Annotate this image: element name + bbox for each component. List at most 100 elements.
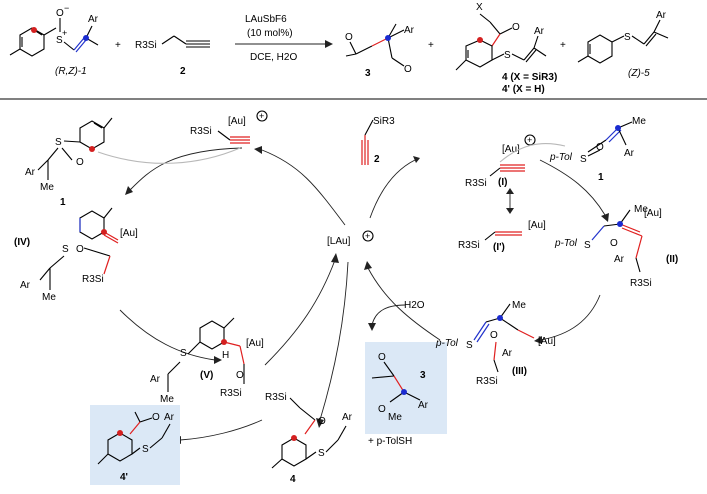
svg-text:S: S: [142, 444, 149, 455]
product-3-box: O O Ar Me 3 + p-TolSH: [365, 342, 447, 447]
svg-text:[Au]: [Au]: [528, 220, 546, 231]
cycle-silane-group: SiR3: [373, 116, 395, 127]
reagent-1-structure: S + O − Ar (R,Z)-1: [9, 3, 99, 77]
cycle-arrow-to-4p: [179, 419, 263, 441]
svg-text:O: O: [76, 244, 84, 255]
intermediate-IV: [Au] S O Ar Me R3Si (IV): [14, 207, 138, 303]
product-5-structure: S Ar (Z)-5: [577, 10, 669, 79]
product-3-structure: O Ar O 3: [345, 23, 415, 79]
reagent-2-group: R3Si: [135, 40, 157, 51]
cycle-product-4: R3Si O S Ar 4: [265, 392, 353, 485]
product-4-x: X: [476, 2, 483, 13]
int-II-label: (II): [666, 254, 678, 265]
svg-text:S: S: [62, 244, 69, 255]
svg-text:[Au]: [Au]: [644, 208, 662, 219]
svg-text:+: +: [527, 135, 532, 145]
svg-text:O: O: [318, 416, 326, 427]
svg-text:[Au]: [Au]: [502, 144, 520, 155]
svg-text:[Au]: [Au]: [538, 336, 556, 347]
svg-text:S: S: [580, 154, 587, 165]
svg-text:Ar: Ar: [25, 167, 36, 178]
int-I-label: (I): [498, 177, 507, 188]
catalyst-label: LAuSbF6: [245, 14, 287, 25]
intermediate-V: S H [Au] O R3Si Ar Me (V): [150, 317, 264, 405]
product-4-label: 4 (X = SiR3): [502, 72, 557, 83]
svg-text:O: O: [512, 22, 520, 33]
svg-text:O: O: [152, 412, 160, 423]
au-alkyne-complex-top: R3Si [Au] +: [190, 110, 268, 144]
svg-text:R3Si: R3Si: [458, 240, 480, 251]
reagent-2-label: 2: [180, 66, 186, 77]
box-product-3-me: Me: [388, 412, 402, 423]
svg-text:S: S: [584, 240, 591, 251]
reaction-arrow: LAuSbF6 (10 mol%) DCE, H2O: [235, 14, 333, 63]
center-catalyst: [LAu]: [327, 236, 351, 247]
svg-text:Me: Me: [634, 204, 648, 215]
svg-text:O: O: [378, 352, 386, 363]
cycle-silane-2: SiR3 2: [361, 116, 395, 165]
int-Ip-label: (I'): [493, 242, 505, 253]
catalytic-cycle: [LAu] + H 2O SiR3: [14, 110, 678, 485]
svg-text:S: S: [55, 137, 62, 148]
product-4-structure: X O S Ar 4 (X = SiR3) 4' (X = H): [455, 2, 557, 95]
svg-text:Ar: Ar: [20, 280, 31, 291]
svg-text:+: +: [259, 111, 264, 121]
reagent-2-structure: R3Si 2: [135, 35, 210, 77]
svg-text:R3Si: R3Si: [476, 376, 498, 387]
svg-text:O: O: [345, 32, 353, 43]
box-product-3-ar: Ar: [418, 400, 429, 411]
intermediate-I: [Au] + R3Si (I) [Au] R3Si (I'): [458, 134, 566, 253]
svg-text:R3Si: R3Si: [265, 392, 287, 403]
svg-text:R3Si: R3Si: [630, 278, 652, 289]
svg-text:Ar: Ar: [342, 412, 353, 423]
svg-text:[Au]: [Au]: [246, 338, 264, 349]
int-III-label: (III): [512, 366, 527, 377]
svg-text:R3Si: R3Si: [190, 126, 212, 137]
svg-text:S: S: [466, 340, 473, 351]
svg-text:Ar: Ar: [164, 412, 175, 423]
svg-text:S: S: [180, 348, 187, 359]
product-4-ar: Ar: [534, 26, 545, 37]
svg-text:+: +: [560, 40, 566, 51]
svg-text:S: S: [624, 32, 631, 43]
cycle-arrow-1: [261, 149, 346, 226]
cycle-arrow-2: [369, 159, 416, 219]
svg-text:−: −: [64, 3, 69, 13]
svg-text:O: O: [56, 8, 64, 19]
product-4p-label: 4' (X = H): [502, 84, 545, 95]
svg-text:O: O: [610, 238, 618, 249]
svg-text:Me: Me: [632, 116, 646, 127]
svg-text:1: 1: [598, 172, 604, 183]
svg-text:p-Tol: p-Tol: [549, 152, 573, 163]
svg-text:Me: Me: [160, 394, 174, 405]
product-3-label: 3: [365, 68, 371, 79]
svg-text:1: 1: [60, 197, 66, 208]
reagent-1-ar: Ar: [88, 14, 99, 25]
svg-text:O: O: [490, 330, 498, 341]
cycle-sulfoxide-1-right: p-Tol S O Me Ar 1: [549, 116, 646, 183]
svg-text:[Au]: [Au]: [228, 116, 246, 127]
product-5-ar: Ar: [656, 10, 667, 21]
svg-text:[Au]: [Au]: [120, 228, 138, 239]
svg-text:Ar: Ar: [502, 348, 513, 359]
box-product-3-label: 3: [420, 370, 426, 381]
conditions-label: DCE, H2O: [250, 52, 297, 63]
svg-text:+: +: [62, 28, 67, 38]
top-scheme: S + O − Ar (R,Z)-1 + R3Si 2: [9, 2, 669, 95]
product-5-label: (Z)-5: [628, 68, 650, 79]
cycle-arrow-return: [264, 259, 336, 366]
product-4p-box: O S Ar 4': [90, 405, 180, 485]
cycle-arrow-top-left: [129, 147, 243, 191]
svg-text:R3Si: R3Si: [82, 274, 104, 285]
svg-text:S: S: [56, 35, 63, 46]
svg-text:H: H: [222, 350, 229, 361]
svg-text:S: S: [318, 448, 325, 459]
svg-text:R3Si: R3Si: [465, 178, 487, 189]
svg-text:S: S: [504, 50, 511, 61]
svg-text:+: +: [428, 40, 434, 51]
cycle-silane-label: 2: [374, 154, 380, 165]
svg-text:p-Tol: p-Tol: [554, 238, 578, 249]
cycle-arrow-right: [539, 159, 606, 216]
cycle-product-4p-label: 4': [120, 472, 128, 483]
